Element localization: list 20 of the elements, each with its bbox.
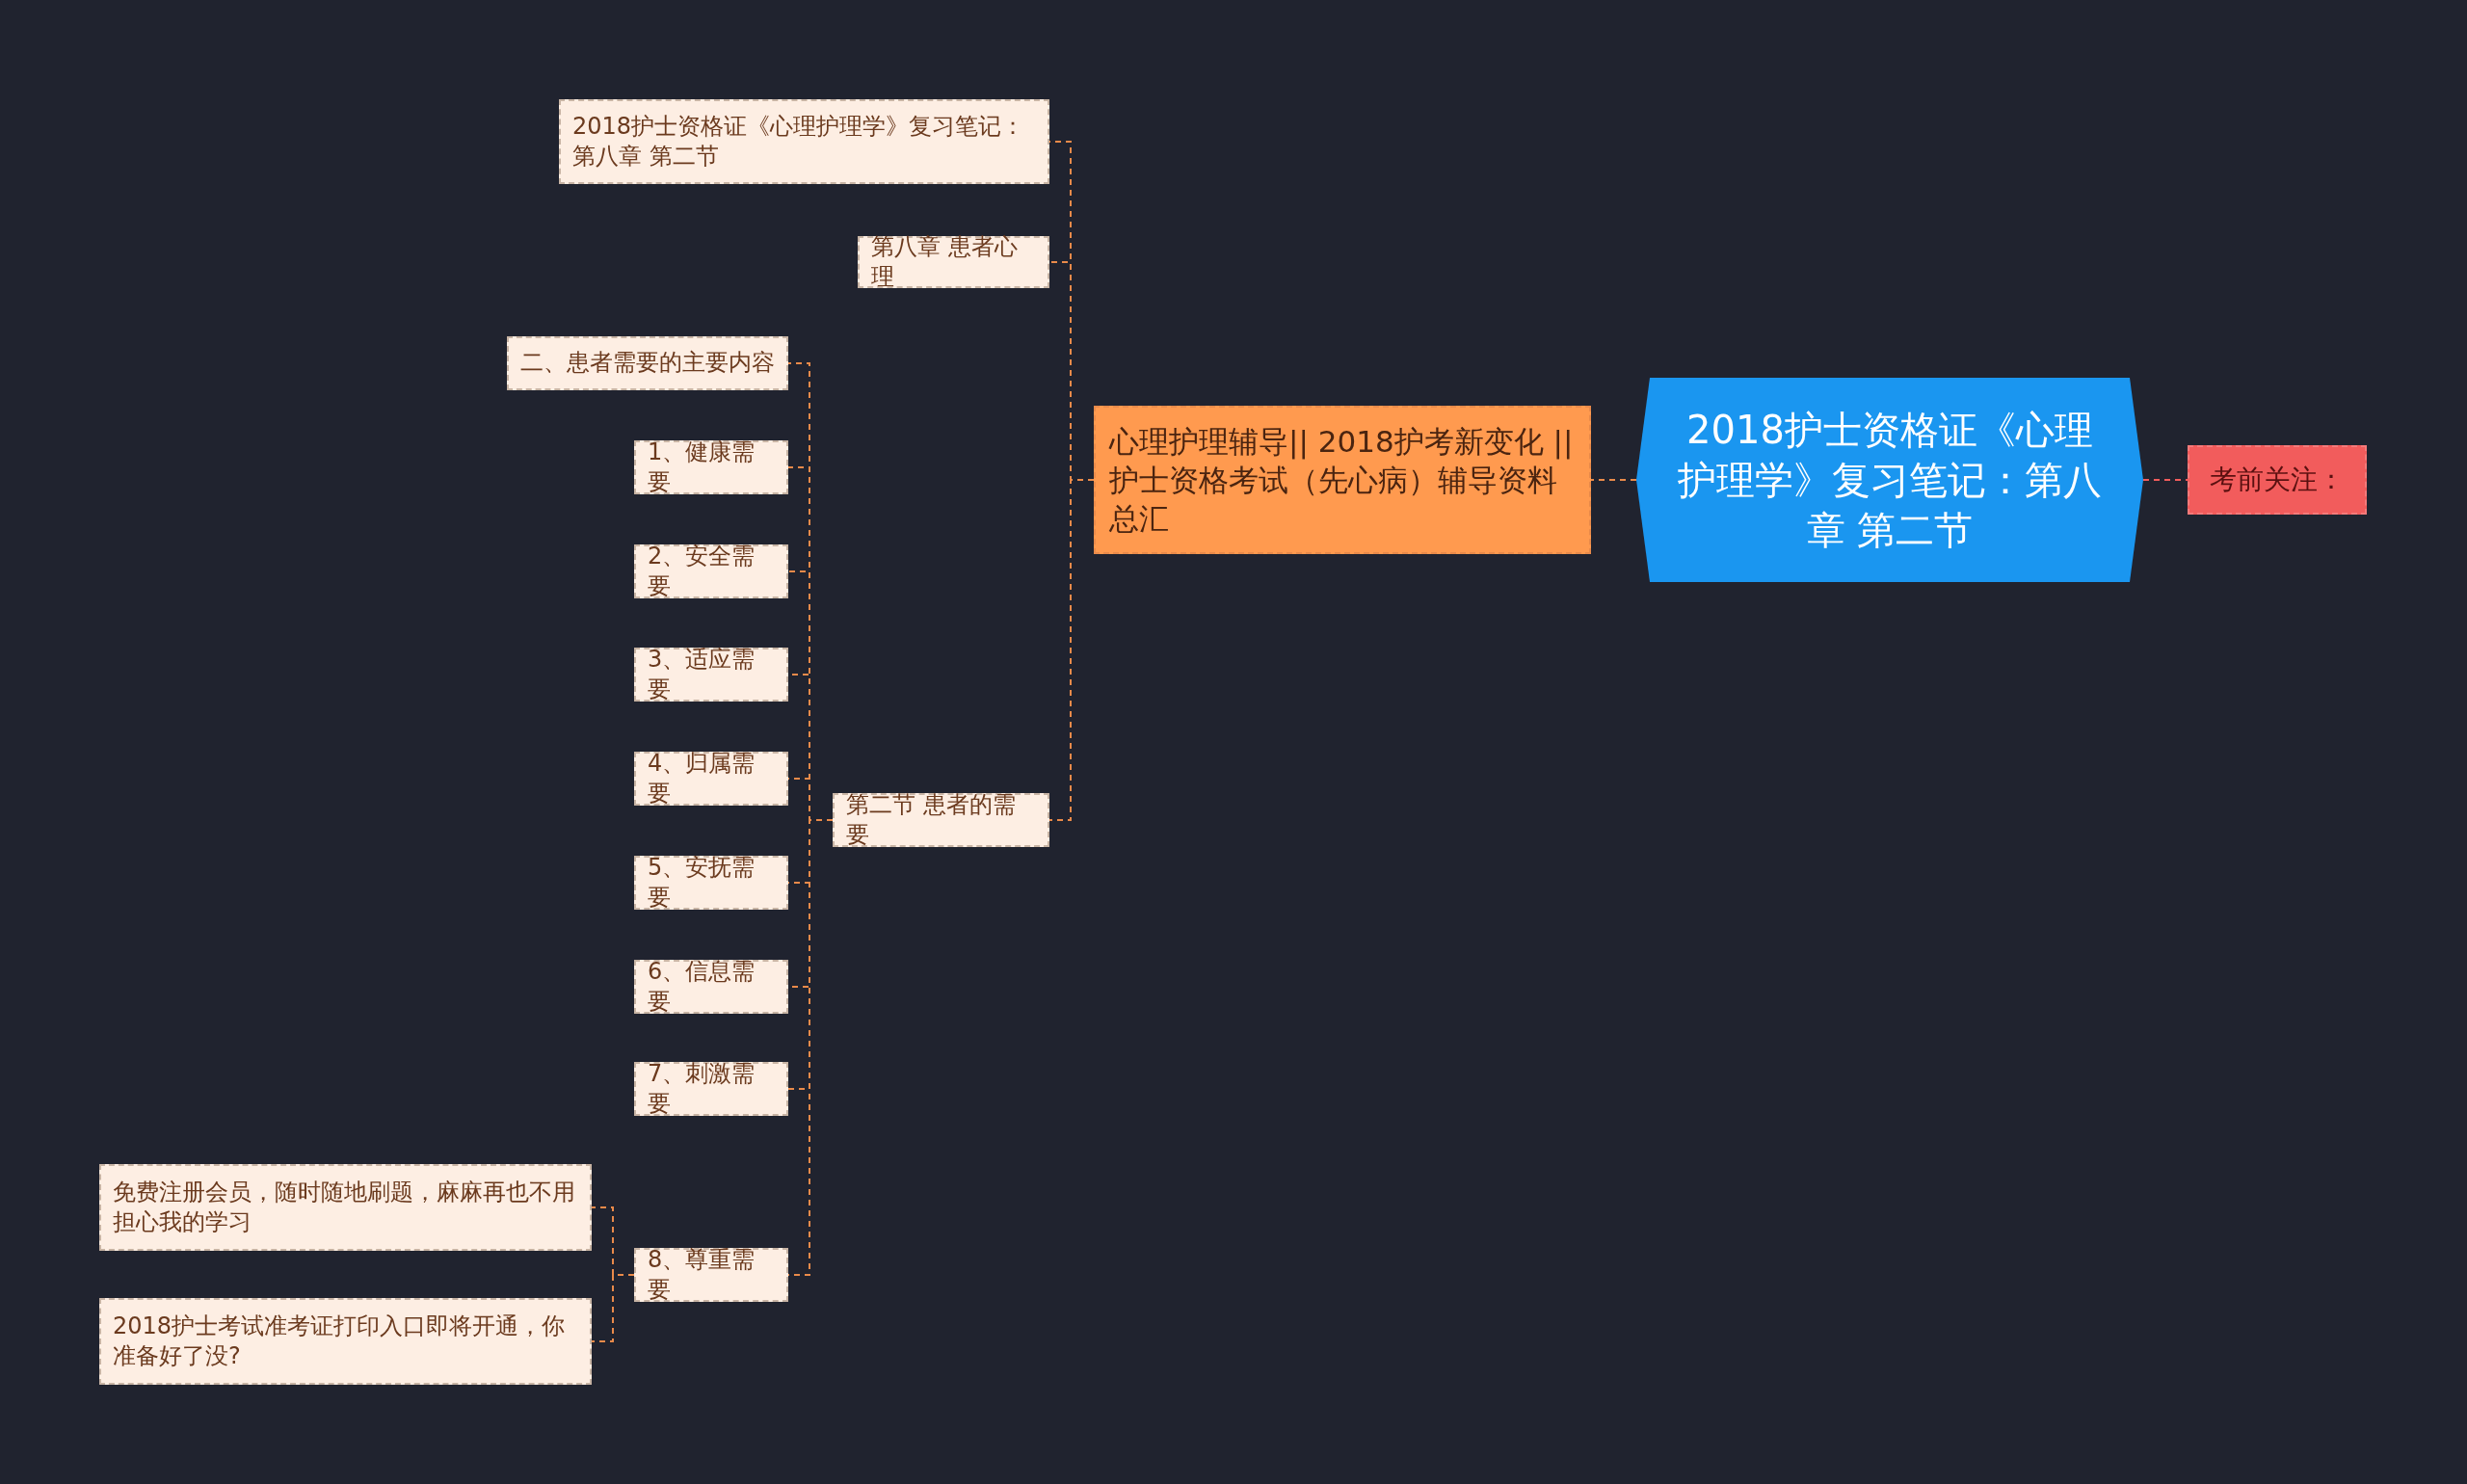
topic-box: 免费注册会员，随时随地刷题，麻麻再也不用担心我的学习 (99, 1164, 592, 1251)
topic-box: 心理护理辅导|| 2018护考新变化 || 护士资格考试（先心病）辅导资料总汇 (1094, 406, 1591, 554)
connector (1590, 479, 1637, 481)
topic-box: 第八章 患者心理 (858, 236, 1049, 288)
topic-box: 6、信息需要 (634, 960, 788, 1014)
connector (591, 1274, 635, 1342)
topic-box: 8、尊重需要 (634, 1248, 788, 1302)
topic-box: 4、归属需要 (634, 752, 788, 806)
central-topic: 2018护士资格证《心理护理学》复习笔记：第八章 第二节 (1636, 378, 2143, 582)
topic-box: 二、患者需要的主要内容 (507, 336, 788, 390)
topic-box: 2018护士考试准考证打印入口即将开通，你准备好了没? (99, 1298, 592, 1385)
topic-box: 2、安全需要 (634, 544, 788, 598)
topic-box: 考前关注： (2188, 445, 2367, 515)
topic-box: 3、适应需要 (634, 648, 788, 702)
connector (2142, 479, 2188, 481)
topic-box: 第二节 患者的需要 (833, 793, 1049, 847)
topic-box: 5、安抚需要 (634, 856, 788, 910)
topic-box: 1、健康需要 (634, 440, 788, 494)
topic-box: 7、刺激需要 (634, 1062, 788, 1116)
topic-box: 2018护士资格证《心理护理学》复习笔记：第八章 第二节 (559, 99, 1049, 184)
